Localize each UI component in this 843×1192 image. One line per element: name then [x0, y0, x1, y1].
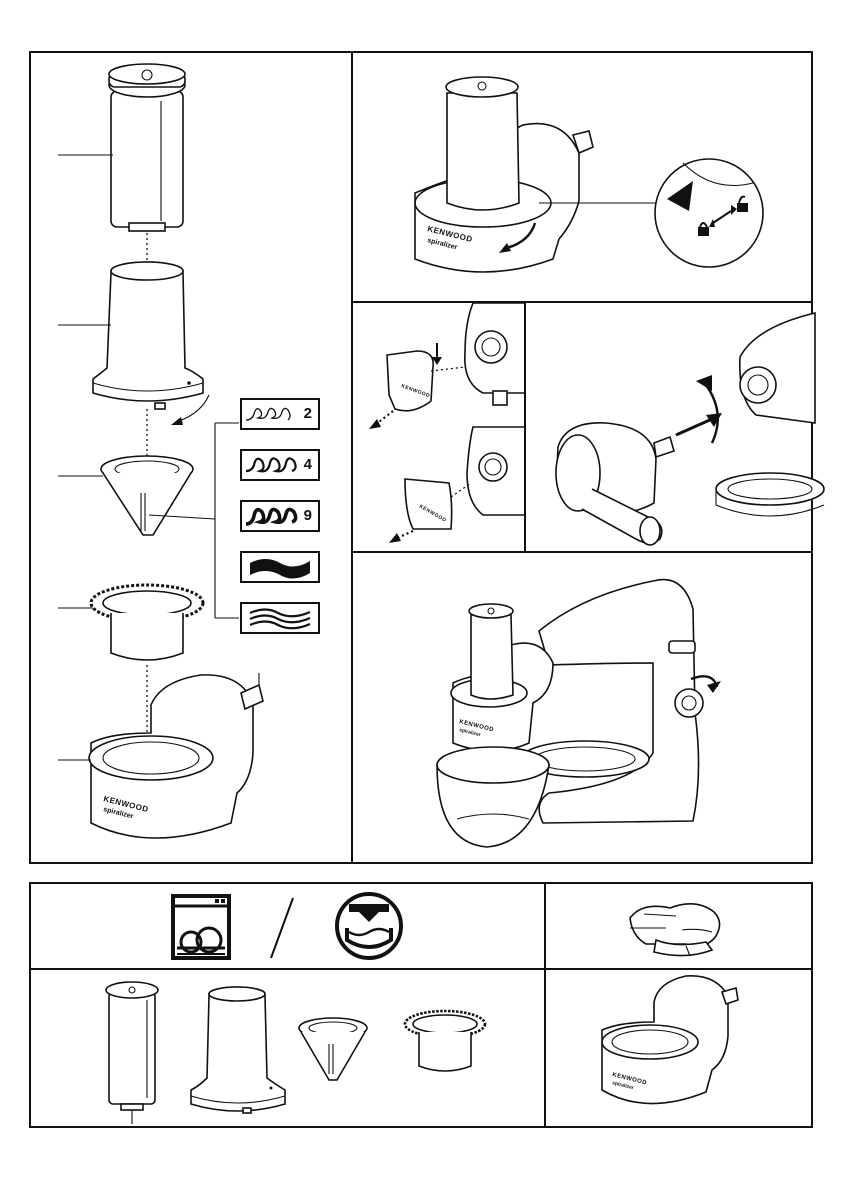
dishwasher-icon [173, 896, 229, 958]
blade-option-1: 2 [240, 398, 320, 430]
washable-parts [31, 970, 548, 1130]
blade-option-number: 2 [304, 405, 312, 422]
top-rack-only-icon [337, 894, 401, 958]
assembled-spiralizer: KENWOOD spiralizer [415, 77, 593, 272]
ribbon-shape [250, 559, 310, 579]
lock-closed-icon [698, 227, 709, 236]
or-slash [271, 898, 293, 958]
part-drive-ring [405, 1011, 485, 1071]
lock-zoom-circle [655, 159, 763, 267]
panel-in-use: KENWOOD spiralizer [351, 551, 813, 864]
outlet-cover-small: KENWOOD [369, 343, 465, 429]
panel-wipe-base: KENWOOD spiralizer [544, 968, 813, 1128]
part-base-housing: KENWOOD spiralizer [602, 976, 738, 1104]
blade-option-3: 9 [240, 500, 320, 532]
cleaning-icons [31, 884, 548, 972]
blade-cut-shape [246, 408, 290, 420]
blade-cut-shape [246, 458, 296, 471]
panel-washable-parts [29, 968, 546, 1128]
food-pusher [109, 64, 185, 231]
blade-option-4 [240, 551, 320, 583]
wipe-icon [546, 884, 815, 972]
mixer-outlet-top [465, 303, 528, 405]
lock-open-icon [737, 203, 748, 212]
blade-option-2: 4 [240, 449, 320, 481]
part-pusher [106, 982, 158, 1124]
panel-remove-cover: KENWOOD KENWOOD [351, 301, 526, 553]
part-feed-tube [191, 987, 285, 1113]
collecting-bowl [437, 747, 549, 847]
blade-option-number: 4 [304, 456, 312, 473]
mixer-head [716, 313, 824, 516]
mixer-outlet-bottom [467, 427, 528, 515]
remove-cover-diagram: KENWOOD KENWOOD [353, 303, 528, 555]
blade-cut-shape [246, 509, 296, 524]
blade-option-number: 9 [304, 507, 312, 524]
triple-wave-icon [242, 604, 318, 632]
panel-cleaning-icons [29, 882, 546, 970]
part-cone-blade [299, 1018, 367, 1080]
fit-outlet-diagram [526, 303, 815, 555]
spiralizer-sideways [556, 423, 674, 545]
panel-fit-outlet [524, 301, 813, 553]
stand-mixer [521, 580, 721, 823]
wipe-base-diagram: KENWOOD spiralizer [546, 970, 815, 1130]
lock-diagram: KENWOOD spiralizer [353, 53, 815, 305]
mounted-spiralizer: KENWOOD spiralizer [451, 604, 553, 751]
feed-tube [93, 262, 203, 409]
cone-blade [101, 456, 193, 535]
panel-wipe-icon [544, 882, 813, 970]
base-housing: KENWOOD spiralizer [89, 673, 263, 838]
panel-lock-attachment: KENWOOD spiralizer [351, 51, 813, 303]
wipe-cloth-icon [630, 904, 720, 956]
drive-ring [91, 585, 203, 660]
ribbon-wave-icon [242, 553, 318, 581]
in-use-diagram: KENWOOD spiralizer [353, 553, 815, 866]
blade-option-5 [240, 602, 320, 634]
insert-arrow [676, 419, 712, 435]
blade-cut-shape [250, 610, 310, 629]
outlet-cover-large: KENWOOD [389, 479, 471, 543]
rotate-arrow [179, 395, 209, 421]
